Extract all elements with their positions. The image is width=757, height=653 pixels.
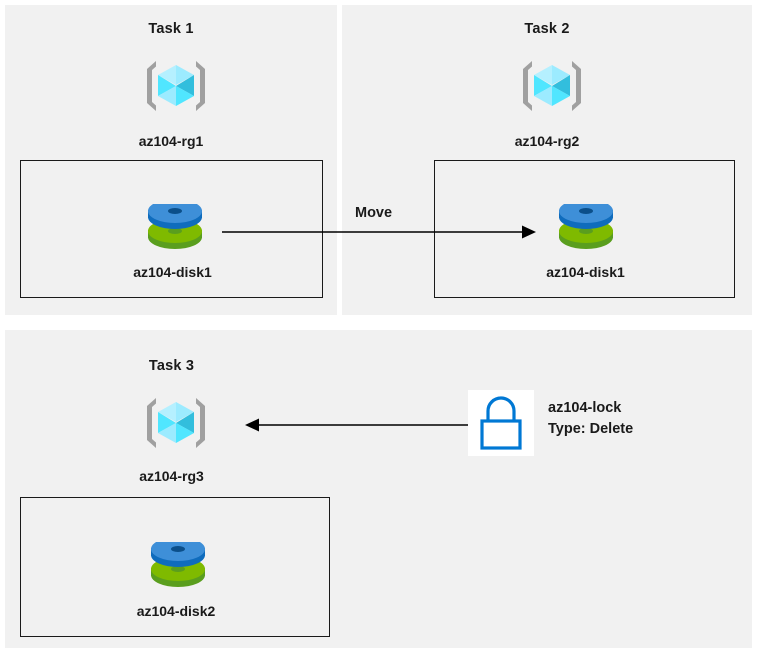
managed-disk-icon <box>146 204 204 256</box>
resource-group-label-task2: az104-rg2 <box>514 133 580 149</box>
managed-disk-icon <box>557 204 615 256</box>
resource-label-task2: az104-disk1 <box>546 264 625 280</box>
resource-container-task3: az104-disk2 <box>20 497 330 637</box>
resource-group-icon <box>517 55 587 117</box>
task-panel-task2: Task 2 az104-rg2 <box>342 5 752 315</box>
task-title-task2: Task 2 <box>524 21 570 37</box>
managed-disk-icon <box>149 542 207 594</box>
resource-group-icon <box>141 55 211 117</box>
resource-group-label-task1: az104-rg1 <box>138 133 204 149</box>
lock-info-text: az104-lock Type: Delete <box>548 398 633 440</box>
lock-type: Type: Delete <box>548 421 634 437</box>
resource-group-icon <box>141 392 211 454</box>
resource-label-task3: az104-disk2 <box>136 603 216 619</box>
task-panel-task1: Task 1 az104-rg1 <box>5 5 337 315</box>
lock-name: az104-lock <box>548 400 622 416</box>
resource-container-task2: az104-disk1 <box>434 160 735 298</box>
task-title-task1: Task 1 <box>148 21 194 37</box>
task-panel-task3: Task 3 az104-rg3 <box>5 330 752 648</box>
resource-label-task1: az104-disk1 <box>133 264 212 280</box>
lock-icon-tile <box>468 390 534 456</box>
move-connector-label: Move <box>355 205 393 221</box>
resource-group-label-task3: az104-rg3 <box>139 468 204 484</box>
resource-container-task1: az104-disk1 <box>20 160 323 298</box>
move-connector-arrow <box>222 222 538 242</box>
lock-icon <box>480 396 522 450</box>
lock-connector-arrow <box>243 415 475 435</box>
task-title-task3: Task 3 <box>148 358 195 374</box>
